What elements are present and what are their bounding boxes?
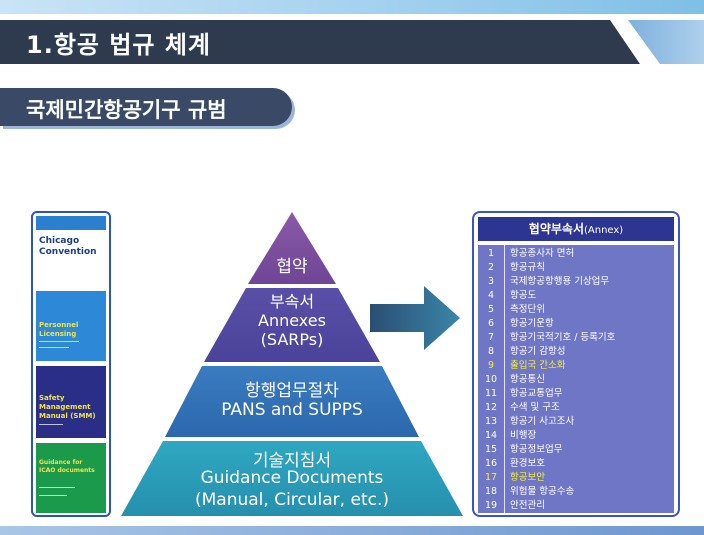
annex-item-name: 항공도 <box>510 290 537 301</box>
pyramid-level-3 <box>165 366 419 437</box>
book-title: Safety Management Manual (SMM) <box>39 394 96 420</box>
annex-item-number: 5 <box>487 304 495 315</box>
title-bar-accent <box>628 20 704 64</box>
pyramid-label-convention: 협약 <box>276 257 308 277</box>
annex-item-name: 항공기운항 <box>510 318 554 329</box>
subtitle: 국제민간항공기구 규범 <box>26 98 227 122</box>
annex-item: 7 항공기국적기호 / 등록기호 <box>478 331 674 345</box>
pyramid-label-guidance-3: (Manual, Circular, etc.) <box>195 490 389 510</box>
annex-item-name: 항공통신 <box>510 374 545 385</box>
annex-item: 5 측정단위 <box>478 303 674 317</box>
annex-item-name: 안전관리 <box>510 500 545 511</box>
pyramid-label-guidance-1: 기술지침서 <box>252 451 332 471</box>
annex-item-number: 18 <box>484 486 498 497</box>
annex-item: 4 항공도 <box>478 289 674 303</box>
annex-item-name: 출입국 간소화 <box>510 360 566 371</box>
annex-number-column <box>478 245 505 513</box>
annex-item-name: 항공기국적기호 / 등록기호 <box>510 332 616 343</box>
annex-item: 13 항공기 사고조사 <box>478 415 674 429</box>
annex-item: 15 항공정보업무 <box>478 443 674 457</box>
pyramid-label-annex-1: 부속서 <box>269 292 315 311</box>
annex-list-header: 협약부속서(Annex) <box>478 217 674 241</box>
page-title: 1.항공 법규 체계 <box>26 31 212 59</box>
book-safety-management: Safety Management Manual (SMM) <box>36 366 106 438</box>
right-arrow-icon <box>370 286 460 350</box>
annex-header-sub: (Annex) <box>583 225 624 236</box>
annex-item-number: 2 <box>487 262 495 273</box>
annex-item: 12 수색 및 구조 <box>478 401 674 415</box>
annex-item-name: 위험물 항공수송 <box>510 486 575 497</box>
annex-item-number: 19 <box>484 500 498 511</box>
pyramid-label-annex-2: Annexes <box>258 311 326 330</box>
annex-item-number: 10 <box>484 374 498 385</box>
title-bar <box>0 20 640 64</box>
book-title: Chicago Convention <box>39 236 97 257</box>
annex-item-name: 항공기 감항성 <box>510 346 566 357</box>
pyramid-diagram <box>121 212 463 516</box>
book-text-line <box>39 495 67 496</box>
pyramid-level-4 <box>121 441 463 516</box>
annex-list-panel: 협약부속서(Annex) 1 항공종사자 면허 2 항공규칙 3 국제항공항행용 기상업무… <box>472 211 680 517</box>
book-guidance: Guidance for ICAO documents <box>36 443 106 513</box>
annex-item-name: 국제항공항행용 기상업무 <box>510 276 610 287</box>
annex-item: 3 국제항공항행용 기상업무 <box>478 275 674 289</box>
annex-item: 8 항공기 감항성 <box>478 345 674 359</box>
book-text-line <box>39 341 79 342</box>
annex-item-number: 11 <box>484 388 498 399</box>
annex-item-number: 7 <box>487 332 495 343</box>
annex-item-number: 6 <box>487 318 495 329</box>
book-chicago-convention: Chicago Convention <box>36 216 106 286</box>
annex-item-number: 4 <box>487 290 495 301</box>
book-text-line <box>39 347 69 348</box>
pyramid-label-guidance-2: Guidance Documents <box>200 468 384 488</box>
annex-item: 6 항공기운항 <box>478 317 674 331</box>
annex-item-name: 항공종사자 면허 <box>510 248 575 259</box>
annex-item: 14 비행장 <box>478 429 674 443</box>
annex-item-number: 12 <box>484 402 498 413</box>
annex-item-number: 1 <box>487 248 495 259</box>
annex-item-name: 항공교통업무 <box>510 388 563 399</box>
annex-item-number: 9 <box>487 360 495 371</box>
pyramid-label-annex-3: (SARPs) <box>260 330 324 349</box>
annex-item: 16 환경보호 <box>478 457 674 471</box>
book-title: Personnel Licensing <box>39 321 79 338</box>
annex-item: 2 항공규칙 <box>478 261 674 275</box>
annex-item-name: 수색 및 구조 <box>510 402 560 413</box>
annex-item-number: 3 <box>487 276 495 287</box>
annex-item-name: 측정단위 <box>510 304 545 315</box>
annex-item-number: 16 <box>484 458 498 469</box>
annex-item-number: 13 <box>484 416 498 427</box>
book-text-line <box>39 424 63 425</box>
document-covers: Chicago Convention Personnel Licensing S… <box>31 211 111 517</box>
annex-item: 11 항공교통업무 <box>478 387 674 401</box>
pyramid-label-pans-2: PANS and SUPPS <box>221 400 363 420</box>
annex-item-number: 14 <box>484 430 498 441</box>
annex-item: 1 항공종사자 면허 <box>478 247 674 261</box>
annex-item-name: 항공정보업무 <box>510 444 563 455</box>
annex-item: 19 안전관리 <box>478 499 674 513</box>
annex-item-name: 항공규칙 <box>510 262 545 273</box>
annex-item: 18 위험물 항공수송 <box>478 485 674 499</box>
annex-header-main: 협약부속서 <box>528 222 584 236</box>
annex-item-number: 8 <box>487 346 495 357</box>
annex-item-name: 비행장 <box>510 430 537 441</box>
annex-item-number: 17 <box>484 472 498 483</box>
pyramid-level-2 <box>204 288 380 362</box>
annex-list-body: 1 항공종사자 면허 2 항공규칙 3 국제항공항행용 기상업무 4 항공도 5 측정단위 6 항공기… <box>478 245 674 513</box>
book-text-line <box>39 487 75 488</box>
top-decor-strip <box>0 0 704 14</box>
subtitle-pill <box>0 88 292 126</box>
book-title: Guidance for ICAO documents <box>39 459 95 474</box>
annex-item-number: 15 <box>484 444 498 455</box>
book-personnel-licensing: Personnel Licensing <box>36 291 106 361</box>
annex-item: 9 출입국 간소화 <box>478 359 674 373</box>
annex-item-name: 항공보안 <box>510 472 545 483</box>
annex-item-name: 항공기 사고조사 <box>510 416 575 427</box>
annex-item-name: 환경보호 <box>510 458 545 469</box>
annex-item: 10 항공통신 <box>478 373 674 387</box>
bottom-decor-strip <box>0 526 704 535</box>
annex-item: 17 항공보안 <box>478 471 674 485</box>
pyramid-level-1 <box>248 212 336 284</box>
pyramid-label-pans-1: 항행업무절차 <box>245 381 339 401</box>
